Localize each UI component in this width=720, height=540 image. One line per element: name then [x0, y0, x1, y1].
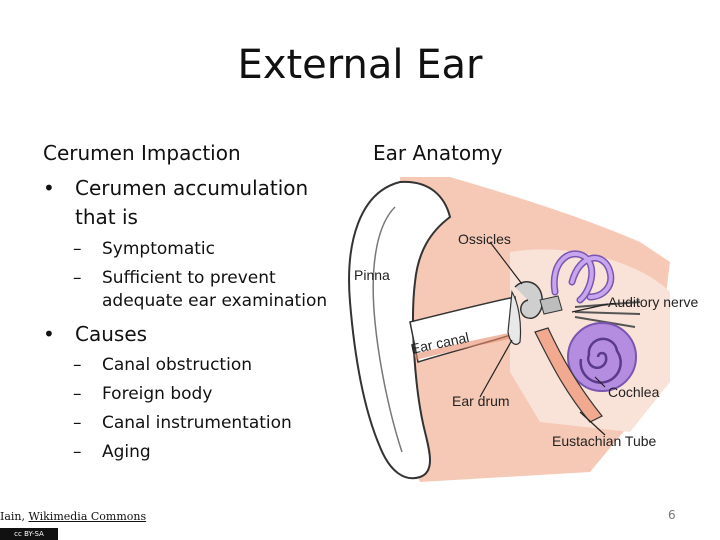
bullet-causes: • Causes — [43, 320, 343, 349]
bullet-dot: • — [43, 322, 55, 346]
bullet-dot: • — [43, 176, 55, 200]
label-ossicles: Ossicles — [458, 231, 511, 247]
sub-bullet-text: Canal obstruction — [102, 355, 252, 375]
label-auditory-nerve: Auditory nerve — [608, 294, 698, 310]
attribution-prefix: Iain, — [0, 510, 29, 523]
label-cochlea: Cochlea — [608, 384, 660, 400]
ossicle-stapes — [539, 295, 563, 315]
slide-title: External Ear — [237, 42, 483, 88]
pinna-outline — [348, 180, 452, 480]
sub-bullet-symptomatic: – Symptomatic — [73, 238, 333, 261]
page-number: 6 — [668, 508, 676, 522]
license-badge[interactable]: cc BY-SA — [0, 528, 58, 540]
ear-anatomy-illustration: Pinna Ossicles Ear canal Auditory nerve … — [348, 177, 698, 482]
cochlea-spiral — [579, 337, 622, 384]
ear-anatomy-figure: Pinna Ossicles Ear canal Auditory nerve … — [340, 172, 710, 492]
bullet-text: Causes — [75, 322, 148, 346]
sub-bullet-text: Foreign body — [102, 384, 213, 404]
right-column-heading: Ear Anatomy — [373, 141, 503, 165]
sub-bullet-sufficient: – Sufficient to prevent adequate ear exa… — [73, 267, 333, 313]
pinna-inner-fold — [372, 206, 403, 453]
sub-bullet-text: Sufficient to prevent adequate ear exami… — [102, 268, 328, 311]
ossicles-shape — [514, 281, 544, 319]
eustachian-tube — [534, 327, 603, 423]
left-column-heading: Cerumen Impaction — [43, 141, 241, 165]
sub-bullet-text: Canal instrumentation — [102, 413, 292, 433]
label-eustachian-tube: Eustachian Tube — [552, 433, 657, 449]
label-ear-drum: Ear drum — [452, 393, 510, 409]
bullet-text: Cerumen accumulation that is — [75, 176, 309, 229]
attribution-link[interactable]: Wikimedia Commons — [28, 510, 147, 523]
sub-bullet-aging: – Aging — [73, 441, 333, 464]
sub-bullet-canal-obstruction: – Canal obstruction — [73, 354, 333, 377]
label-pinna: Pinna — [354, 267, 390, 283]
semicircular-canals-fill — [552, 251, 613, 302]
cochlea-outer — [567, 322, 637, 392]
sub-bullet-foreign-body: – Foreign body — [73, 383, 333, 406]
sub-bullet-text: Symptomatic — [102, 239, 215, 259]
bullet-cerumen-accumulation: • Cerumen accumulation that is — [43, 174, 343, 232]
sub-bullet-canal-instrumentation: – Canal instrumentation — [73, 412, 333, 435]
ear-drum-shape — [507, 290, 522, 345]
attribution: Iain, Wikimedia Commons — [0, 510, 146, 523]
sub-bullet-text: Aging — [102, 442, 151, 462]
